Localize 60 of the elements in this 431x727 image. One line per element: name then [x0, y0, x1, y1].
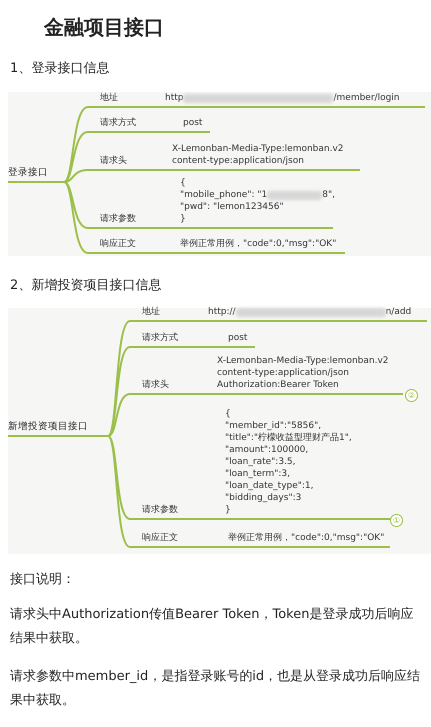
- connector-curve: [64, 181, 88, 229]
- mindmap-branch: [88, 115, 210, 133]
- value-text: "member_id":"5856",: [225, 420, 322, 432]
- connector-curve: [107, 435, 130, 520]
- value-text: content-type:application/json: [217, 367, 350, 379]
- value-text: "title":"柠檬收益型理财产品1",: [225, 432, 352, 444]
- mindmap-branch: [88, 236, 345, 254]
- value-text: 8",: [322, 189, 335, 201]
- value-text: /member/login: [333, 92, 400, 104]
- value-text: {: [180, 177, 187, 189]
- value-text: "loan_date_type":1,: [225, 480, 315, 492]
- connector-curve: [63, 106, 88, 183]
- branch-label: 请求参数: [142, 504, 178, 516]
- value-text: content-type:application/json: [172, 155, 305, 167]
- value-text: 举例正常用例，"code":0,"msg":"OK": [228, 532, 384, 544]
- value-text: "mobile_phone": "1: [180, 189, 268, 201]
- page-title: 金融项目接口: [44, 14, 164, 41]
- value-text: }: [180, 213, 187, 225]
- value-text: n/add: [386, 306, 412, 318]
- value-text: http://: [208, 306, 236, 318]
- note-paragraph: 请求头中Authorization传值Bearer Token，Token是登录成功后响应结果中获取。: [10, 606, 414, 648]
- value-text: http: [165, 92, 184, 104]
- branch-label: 响应正文: [100, 238, 136, 250]
- branch-label: 地址: [142, 306, 160, 318]
- mindmap-branch: [88, 176, 333, 229]
- mindmap-branch: [130, 305, 427, 322]
- connector-curve: [107, 320, 131, 437]
- value-text: {: [225, 408, 232, 420]
- value-text: }: [225, 504, 232, 516]
- connector-curve: [63, 181, 88, 254]
- branch-label: 地址: [100, 92, 118, 104]
- section-heading: 2、新增投资项目接口信息: [10, 277, 162, 294]
- connector-curve: [108, 393, 130, 437]
- branch-label: 请求参数: [100, 212, 136, 225]
- value-text: "amount":100000,: [225, 444, 310, 456]
- root-label: 登录接口: [8, 166, 48, 179]
- value-text: 举例正常用例，"code":0,"msg":"OK": [180, 238, 336, 250]
- connector-curve: [64, 169, 88, 183]
- mindmap-branch: [88, 90, 425, 108]
- connector-curve: [107, 435, 131, 548]
- connector-curve: [64, 131, 88, 183]
- branch-label: 响应正文: [142, 532, 178, 544]
- value-text: "loan_term":3,: [225, 468, 291, 480]
- value-text: "loan_rate":3.5,: [225, 456, 296, 468]
- value-text: post: [228, 332, 248, 344]
- root-label: 新增投资项目接口: [8, 420, 88, 433]
- branch-label: 请求方式: [100, 116, 136, 129]
- value-text: "pwd": "lemon123456": [180, 201, 285, 213]
- value-text: Authorization:Bearer Token: [217, 379, 340, 391]
- value-text: post: [183, 117, 202, 129]
- value-text: X-Lemonban-Media-Type:lemonban.v2: [172, 143, 344, 155]
- value-text: "bidding_days":3: [225, 492, 302, 504]
- branch-label: 请求方式: [142, 332, 178, 344]
- section-heading: 1、登录接口信息: [10, 60, 110, 77]
- connector-curve: [107, 346, 130, 437]
- note-paragraph: 请求参数中member_id，是指登录账号的id，也是从登录成功后响应结果中获取。: [10, 668, 422, 710]
- branch-label: 请求头: [142, 378, 169, 391]
- value-text: X-Lemonban-Media-Type:lemonban.v2: [217, 355, 389, 367]
- notes-heading: 接口说明：: [10, 571, 75, 588]
- branch-label: 请求头: [100, 154, 127, 167]
